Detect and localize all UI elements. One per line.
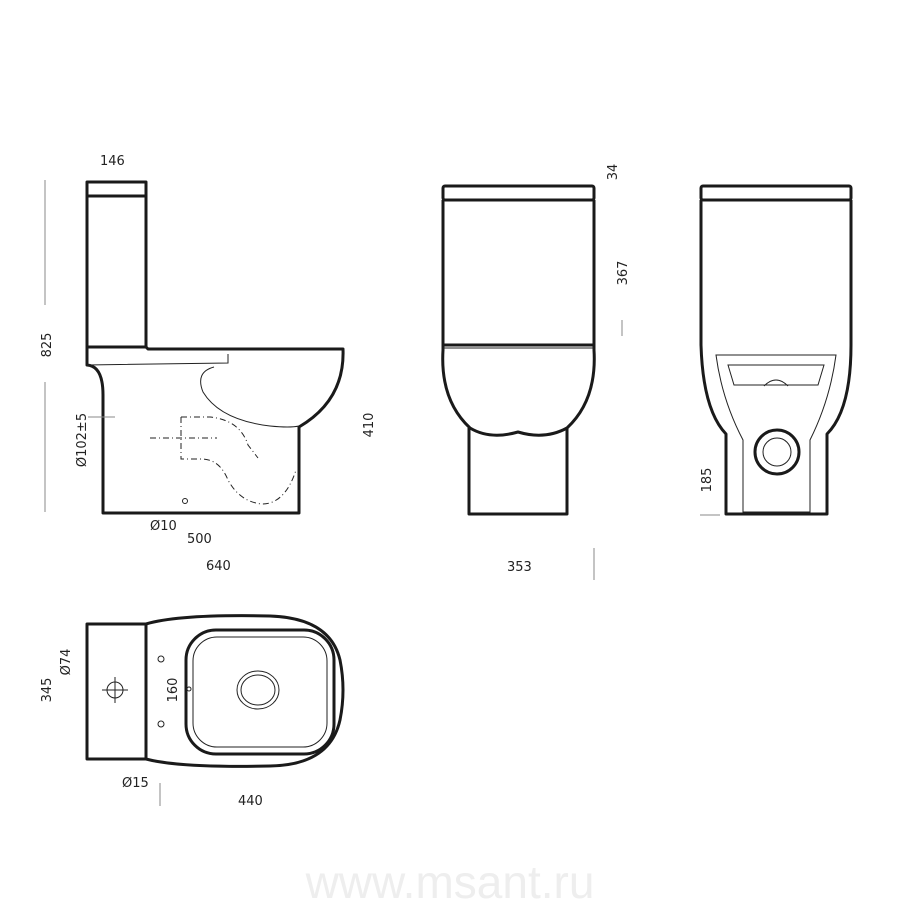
dim-185: 185 bbox=[700, 468, 715, 493]
front-view: 34 367 353 bbox=[441, 164, 631, 580]
back-view: 185 bbox=[699, 184, 853, 516]
dim-345: 345 bbox=[40, 678, 55, 703]
dim-825: 825 bbox=[40, 333, 55, 358]
tank-top bbox=[85, 622, 148, 761]
trapway-lower bbox=[180, 417, 297, 505]
notch bbox=[763, 379, 789, 387]
bowl-outline bbox=[145, 614, 345, 768]
tank-lid bbox=[441, 184, 596, 202]
bowl-inner bbox=[200, 366, 300, 428]
tank-body bbox=[699, 200, 853, 516]
dim-34: 34 bbox=[606, 164, 621, 181]
bowl-body bbox=[85, 345, 345, 515]
tank-lid bbox=[85, 180, 148, 198]
side-view: 146 825 Ø102±5 410 Ø10 500 640 bbox=[40, 154, 377, 574]
rear-outline bbox=[715, 354, 837, 513]
base-line bbox=[86, 354, 229, 366]
dim-367: 367 bbox=[616, 261, 631, 286]
seat-inner bbox=[192, 636, 328, 748]
tank bbox=[441, 200, 596, 347]
bowl-opening bbox=[236, 670, 280, 710]
outlet-circle bbox=[753, 428, 801, 476]
bowl bbox=[441, 345, 596, 437]
top-view: 345 Ø74 160 Ø15 440 bbox=[40, 614, 345, 809]
dim-640: 640 bbox=[206, 559, 231, 574]
tank-lid bbox=[699, 184, 853, 202]
dim-440: 440 bbox=[238, 794, 263, 809]
dim-353: 353 bbox=[507, 560, 532, 575]
bowl-opening-inner bbox=[240, 674, 276, 706]
outlet-inner bbox=[762, 437, 792, 467]
watermark: www.msant.ru bbox=[305, 856, 595, 900]
tank bbox=[85, 196, 148, 349]
seat-fixing-hole bbox=[157, 655, 165, 663]
dim-10: Ø10 bbox=[150, 519, 177, 534]
dim-74: Ø74 bbox=[59, 649, 74, 676]
seat-fixing-hole bbox=[157, 720, 165, 728]
dim-410: 410 bbox=[362, 413, 377, 438]
dim-500: 500 bbox=[187, 532, 212, 547]
dim-outlet-diameter: Ø102±5 bbox=[75, 413, 90, 467]
seat-outer bbox=[184, 628, 336, 756]
rear-inner bbox=[727, 364, 825, 386]
fixing-hole bbox=[182, 498, 188, 504]
trapway-upper bbox=[181, 416, 259, 459]
dim-15: Ø15 bbox=[122, 776, 149, 791]
dim-160: 160 bbox=[166, 678, 181, 703]
dim-146: 146 bbox=[100, 154, 125, 169]
pedestal bbox=[467, 428, 569, 516]
small-hole bbox=[186, 686, 192, 692]
